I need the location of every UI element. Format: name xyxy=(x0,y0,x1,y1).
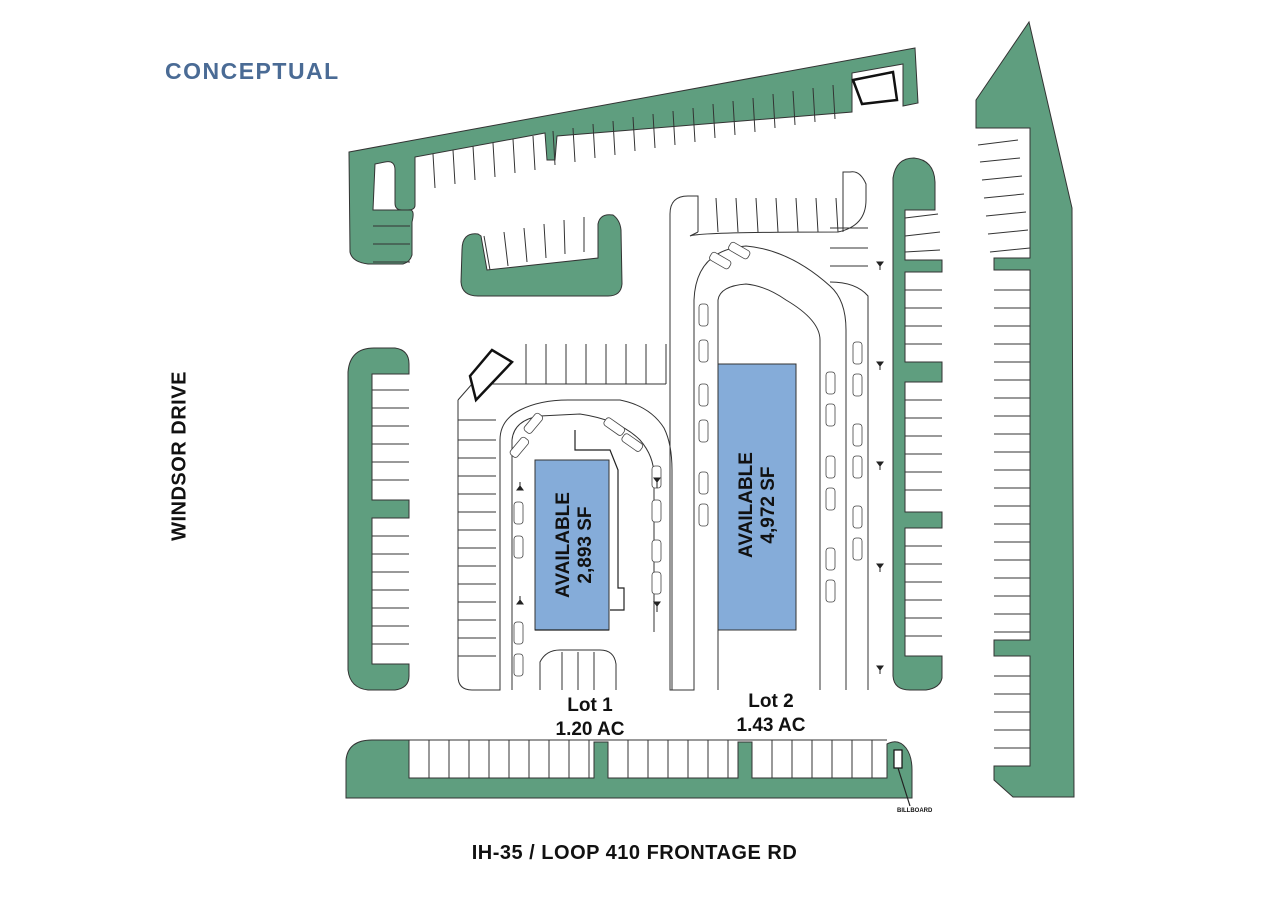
billboard-label: BILLBOARD xyxy=(897,808,933,814)
parking-stalls-upper-middle xyxy=(669,171,869,691)
building-label-lot1: AVAILABLE 2,893 SF xyxy=(553,492,597,598)
building-size: 2,893 SF xyxy=(575,506,596,584)
traffic-arrows xyxy=(516,261,884,674)
landscape-bottom-strip xyxy=(345,739,913,799)
lot-area: 1.43 AC xyxy=(736,715,806,736)
building-status: AVAILABLE xyxy=(553,492,574,598)
dumpster-enclosure-lot1 xyxy=(468,348,514,403)
dumpster-enclosure-top xyxy=(851,70,899,106)
building-lot1 xyxy=(534,459,610,631)
road-label-frontage-rd: IH-35 / LOOP 410 FRONTAGE RD xyxy=(471,842,798,864)
road-label-windsor-drive: WINDSOR DRIVE xyxy=(168,371,191,541)
parked-cars xyxy=(509,241,863,677)
page-title: CONCEPTUAL xyxy=(165,58,340,84)
landscape-island-upper-left xyxy=(460,214,623,297)
building-size: 4,972 SF xyxy=(758,466,779,544)
lot-area: 1.20 AC xyxy=(555,719,625,740)
building-lot2 xyxy=(717,363,797,631)
lot-name: Lot 1 xyxy=(567,695,613,716)
billboard-marker xyxy=(893,749,911,807)
landscape-left-strip xyxy=(347,347,410,691)
parking-stalls-lot1-south xyxy=(539,649,617,690)
parking-stalls-right-outer xyxy=(977,139,1031,749)
lot-name: Lot 2 xyxy=(748,691,794,712)
parking-stalls-left xyxy=(372,389,409,645)
landscape-right-inner-strip xyxy=(892,157,943,691)
parking-stalls-bottom xyxy=(409,739,887,778)
parking-stalls-top xyxy=(373,84,836,271)
lot-label-1: Lot 1 1.20 AC xyxy=(540,694,640,742)
parking-stalls-right-inner xyxy=(904,213,942,637)
landscape-top-strip xyxy=(348,47,919,265)
building-status: AVAILABLE xyxy=(736,452,757,558)
building-label-lot2: AVAILABLE 4,972 SF xyxy=(736,452,780,558)
landscape-right-strip xyxy=(975,20,1075,798)
lot-label-2: Lot 2 1.43 AC xyxy=(721,690,821,738)
